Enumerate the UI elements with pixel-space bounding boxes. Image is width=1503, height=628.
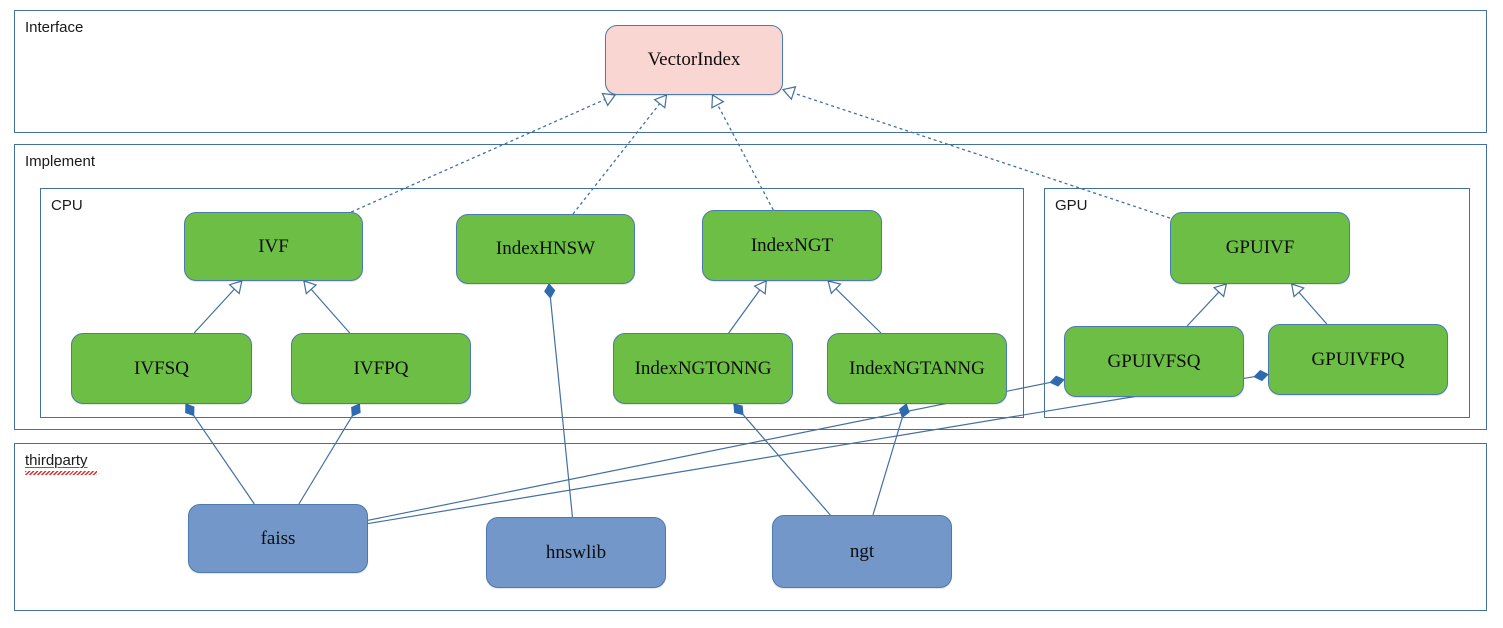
- node-label: IndexHNSW: [495, 238, 596, 259]
- node-label: IndexNGTANNG: [849, 357, 985, 379]
- package-implement: [14, 144, 1487, 430]
- node-label: IVF: [258, 235, 289, 257]
- node-ngt[interactable]: ngt: [772, 515, 952, 588]
- node-gpuivfpq[interactable]: GPUIVFPQ: [1268, 324, 1448, 395]
- node-vectorindex[interactable]: VectorIndex: [605, 25, 783, 95]
- node-label: GPUIVFPQ: [1311, 348, 1405, 370]
- node-ivf[interactable]: IVF: [184, 212, 363, 281]
- package-cpu: [40, 188, 1024, 418]
- package-label-gpu: GPU: [1055, 197, 1088, 214]
- node-label: GPUIVF: [1225, 237, 1295, 258]
- package-thirdparty: [14, 443, 1487, 611]
- node-hnswlib[interactable]: hnswlib: [486, 517, 666, 588]
- node-label: IndexNGTONNG: [634, 357, 772, 379]
- package-label-interface: Interface: [25, 19, 84, 36]
- node-indexngt[interactable]: IndexNGT: [702, 210, 882, 281]
- node-label: faiss: [260, 527, 296, 549]
- node-label: ngt: [849, 540, 875, 562]
- package-interface: [14, 10, 1487, 133]
- node-label: GPUIVFSQ: [1107, 350, 1201, 372]
- package-label-thirdparty: thirdparty: [25, 452, 88, 469]
- node-label: IVFPQ: [353, 357, 409, 379]
- node-ivfpq[interactable]: IVFPQ: [291, 333, 471, 404]
- node-indexngtanng[interactable]: IndexNGTANNG: [827, 333, 1007, 404]
- node-ivfsq[interactable]: IVFSQ: [71, 333, 252, 404]
- node-indexhnsw[interactable]: IndexHNSW: [456, 214, 635, 284]
- node-label: VectorIndex: [647, 49, 741, 70]
- node-gpuivfsq[interactable]: GPUIVFSQ: [1064, 326, 1244, 397]
- spellcheck-underline: [25, 471, 97, 475]
- node-gpuivf[interactable]: GPUIVF: [1170, 212, 1350, 284]
- node-indexngtonng[interactable]: IndexNGTONNG: [613, 333, 793, 404]
- node-faiss[interactable]: faiss: [188, 504, 368, 573]
- package-gpu: [1044, 188, 1470, 418]
- node-label: IndexNGT: [750, 234, 834, 256]
- node-label: IVFSQ: [134, 357, 189, 379]
- package-label-cpu: CPU: [51, 197, 83, 214]
- package-label-implement: Implement: [25, 153, 96, 170]
- node-label: hnswlib: [545, 541, 607, 563]
